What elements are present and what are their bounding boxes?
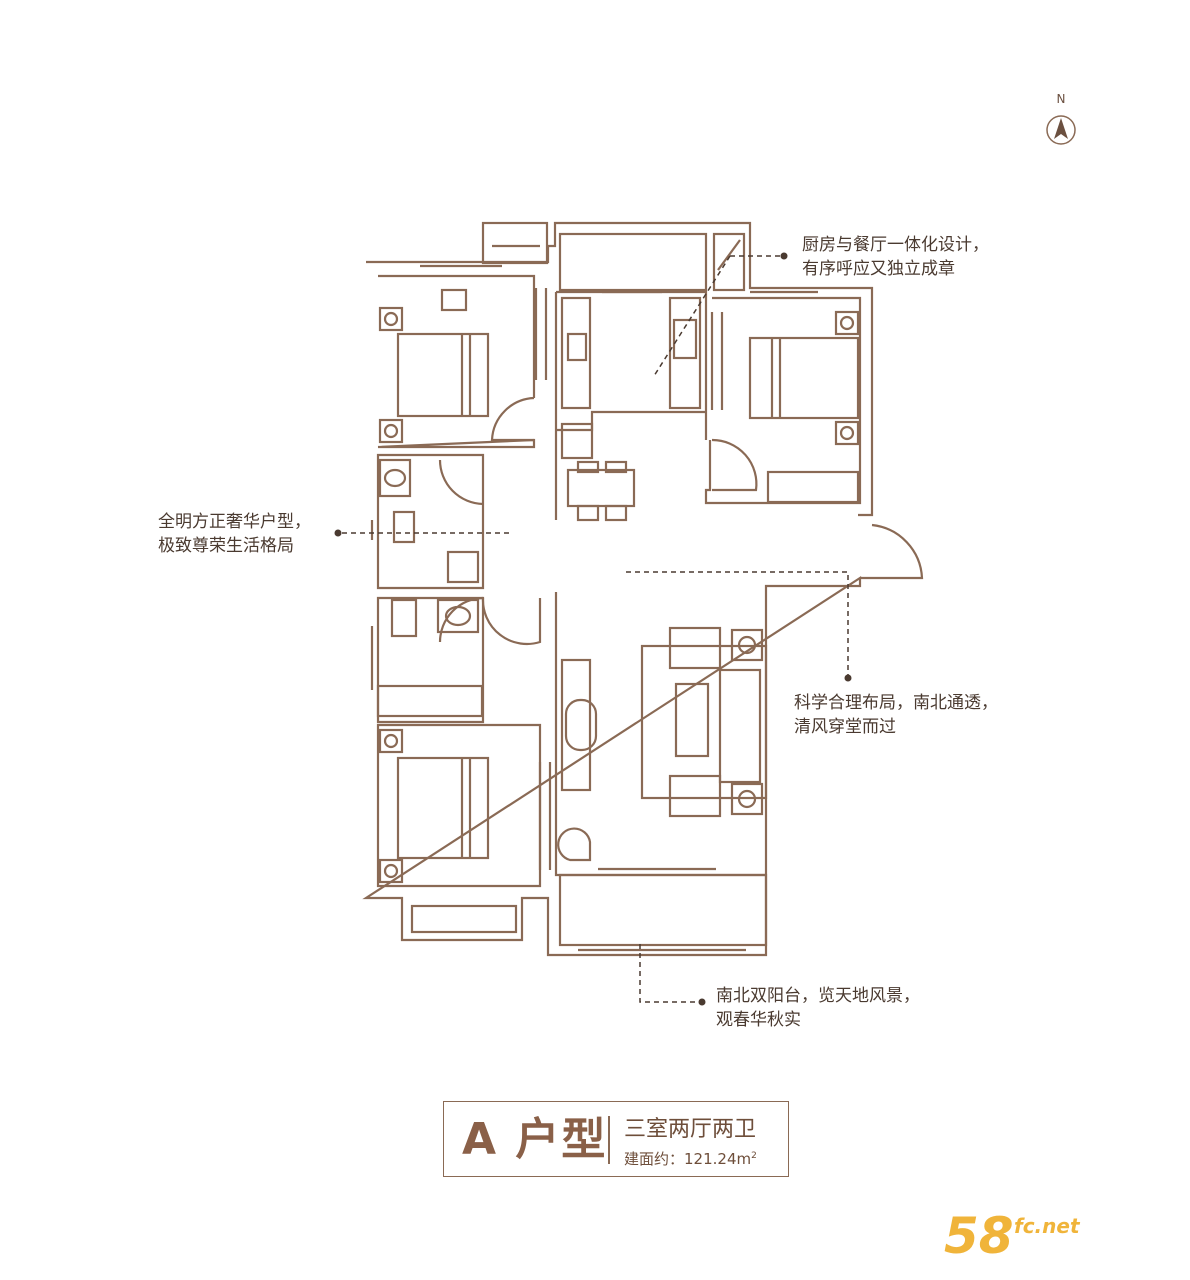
top-left-bay — [481, 221, 549, 265]
annotation-kitchen: 厨房与餐厅一体化设计， 有序呼应又独立成章 — [802, 233, 989, 281]
kitchen-wall — [554, 290, 708, 520]
title-separator — [608, 1116, 610, 1164]
area-sup: 2 — [751, 1151, 757, 1161]
wardrobe-sw — [376, 684, 484, 718]
living-wall — [554, 592, 766, 877]
door-nw — [490, 396, 535, 442]
toilet-2 — [390, 598, 418, 638]
area-value: 121.24m — [684, 1150, 752, 1168]
bay-window — [410, 904, 518, 934]
basin-2 — [436, 598, 480, 634]
wardrobe-ne — [766, 470, 860, 504]
watermark-domain: fc.net — [1014, 1214, 1080, 1238]
annotation-layout-line1: 全明方正奢华户型， — [158, 512, 311, 532]
area-label: 建面约： — [624, 1150, 685, 1168]
annotation-balcony-line1: 南北双阳台，览天地风景， — [716, 986, 920, 1006]
south-balcony — [558, 873, 768, 947]
annotation-layout-line2: 极致尊荣生活格局 — [158, 536, 294, 556]
annotation-balcony-line2: 观春华秋实 — [716, 1010, 801, 1030]
annotation-layout: 全明方正奢华户型， 极致尊荣生活格局 — [158, 510, 311, 558]
annotation-ventilation-line2: 清风穿堂而过 — [794, 717, 896, 737]
annotation-ventilation-line1: 科学合理布局，南北通透， — [794, 693, 998, 713]
annotation-kitchen-line2: 有序呼应又独立成章 — [802, 259, 955, 279]
sofa — [718, 668, 762, 784]
door-sw — [481, 597, 542, 646]
unit-rooms: 三室两厅两卫 — [624, 1117, 757, 1142]
basin-1 — [378, 458, 412, 498]
bath1-wall — [376, 453, 485, 590]
coffee-table — [674, 682, 710, 758]
door-bath1 — [438, 459, 484, 506]
annotation-kitchen-line1: 厨房与餐厅一体化设计， — [802, 235, 989, 255]
annotation-balcony: 南北双阳台，览天地风景， 观春华秋实 — [716, 984, 920, 1032]
unit-title-box: A 户型 三室两厅两卫 建面约：121.24m2 — [443, 1101, 789, 1177]
bedroom-sw-wall — [376, 723, 542, 888]
leader-ventilation — [626, 571, 849, 676]
bath2-wall — [376, 596, 485, 724]
watermark-number: 58 — [944, 1207, 1014, 1265]
leader-balcony — [639, 944, 700, 1003]
watermark-logo: 58 fc.net — [944, 1208, 1144, 1268]
dining-table — [566, 468, 636, 508]
door-entrance — [860, 523, 924, 580]
bed-nw — [396, 332, 490, 418]
bedroom-nw-wall — [377, 274, 536, 449]
compass-icon — [1046, 115, 1076, 145]
door-ne — [711, 438, 758, 492]
compass: N — [1044, 92, 1078, 106]
unit-area: 建面约：121.24m2 — [624, 1146, 757, 1169]
north-balcony — [558, 232, 708, 292]
shaft — [712, 232, 746, 292]
toilet-1 — [392, 510, 416, 544]
tv-cabinet — [560, 658, 592, 792]
annotation-ventilation: 科学合理布局，南北通透， 清风穿堂而过 — [794, 691, 998, 739]
compass-north-label: N — [1056, 92, 1066, 106]
bed-sw — [396, 756, 490, 860]
bed-ne — [748, 336, 860, 420]
bedroom-ne-wall — [704, 296, 862, 505]
unit-type: A 户型 — [462, 1114, 608, 1165]
leader-kitchen — [653, 255, 782, 377]
